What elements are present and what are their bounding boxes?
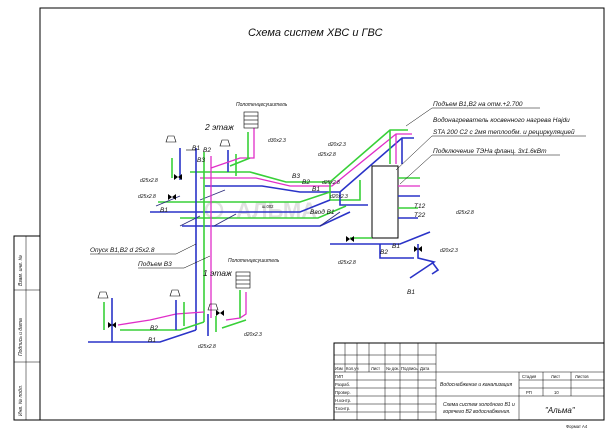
callout-heater-1: Водонагреватель косвенного нагрева Hajdu — [433, 116, 570, 124]
callout-heater-3: Подключение ТЭНа фланц. 3х1.6кВт — [433, 147, 547, 155]
stamp-company: "Альма" — [545, 406, 576, 415]
strip-vzam-inv: Взам. инв. № — [18, 254, 24, 286]
stamp-col-list: Лист — [371, 366, 380, 371]
stamp-row-tkontr: Т.контр. — [335, 406, 350, 411]
basin-icon — [97, 291, 109, 299]
dim-d30: d30х2.3 — [268, 138, 286, 144]
valve-icon — [108, 322, 116, 328]
towel-rail-icon-floor1 — [235, 271, 251, 289]
stamp-col-kol: Кол.уч — [346, 366, 359, 371]
tag-t22: Т22 — [414, 212, 426, 219]
tag-b1: В1 — [192, 145, 200, 152]
stamp-project: Водоснабжение и канализация — [440, 382, 512, 388]
stamp-col-date: Дата — [420, 366, 430, 371]
basin-icon — [169, 289, 181, 297]
callout-heater-2: STA 200 C2 с 2мя теплообм. и рециркуляци… — [433, 128, 575, 136]
callout-b3-rise: Подъем В3 — [138, 260, 172, 268]
diagram-title: Схема систем ХВС и ГВС — [248, 27, 383, 39]
hot-main-upper — [190, 129, 408, 183]
strip-sign-date: Подпись и дата — [18, 318, 24, 356]
tag-b1-heater: В1 — [392, 243, 400, 250]
valves — [108, 174, 422, 328]
labels: 2 этаж 1 этаж Полотенцесушитель Полотенц… — [90, 100, 586, 350]
stamp-col-doc: № док. — [386, 366, 399, 371]
tag-b2-main: В2 — [302, 179, 310, 186]
strip-inv-podl: Инв. № подл. — [18, 385, 24, 416]
pipes-middle — [150, 189, 351, 227]
title-block: Изм Кол.уч Лист № док. Подпись Дата ГИП … — [333, 342, 605, 429]
dim-d20-2: d20х2.3 — [330, 194, 348, 200]
dim-d25-6: d25х2.8 — [338, 260, 356, 266]
stamp-sheet-label: Лист — [551, 374, 560, 379]
stamp-col-izm: Изм — [335, 366, 343, 371]
callout-riser: Подъем В1,В2 на отм.+2.700 — [433, 100, 523, 108]
tag-b2-f1: В2 — [150, 325, 158, 332]
pipes-upper — [190, 129, 414, 206]
pipes-floor1 — [88, 290, 247, 343]
stamp-format: Формат А4 — [566, 424, 588, 429]
dim-d20-3: d20х2.3 — [440, 248, 458, 254]
dim-d25-1: d25х2.8 — [318, 152, 336, 158]
dim-d25-4: d25х2.8 — [322, 180, 340, 186]
dim-d25-3: d25х2.8 — [138, 194, 156, 200]
mark-label: ш.002 — [262, 204, 274, 209]
tag-b1-main: В1 — [312, 186, 320, 193]
dim-d20-4: d20х2.3 — [244, 332, 262, 338]
dim-d25-2: d25х2.8 — [140, 178, 158, 184]
stamp-row-nkontr: Н.контр. — [335, 398, 351, 403]
basin-icon — [165, 135, 177, 143]
tag-b1-input: В1 — [407, 289, 415, 296]
stamp-row-gip: ГИП — [335, 374, 343, 379]
dim-d25-5: d25х2.8 — [456, 210, 474, 216]
tag-b1-f1: В1 — [148, 337, 156, 344]
stamp-sheet-no: 10 — [554, 390, 559, 395]
stamp-stage: РП — [526, 390, 532, 395]
drawing-frame — [39, 7, 605, 421]
water-heater — [330, 130, 440, 279]
valve-icon — [216, 310, 224, 316]
tag-b2: В2 — [203, 147, 211, 154]
stamp-stage-label: Стадия — [522, 374, 536, 379]
tag-b3-main: В3 — [292, 173, 300, 180]
stamp-row-razrab: Разраб. — [335, 382, 350, 387]
callout-input: Ввод В1 — [310, 208, 335, 216]
valve-icon — [174, 174, 182, 180]
stamp-sheets-label: Листов — [575, 374, 589, 379]
left-strip: Инв. № подл. Подпись и дата Взам. инв. № — [13, 235, 41, 421]
valve-icon — [346, 236, 354, 242]
tag-b1-mid: В1 — [160, 207, 168, 214]
water-heater-tank — [371, 165, 399, 239]
fixtures — [97, 111, 259, 311]
tag-b3: В3 — [197, 157, 205, 164]
valve-icon — [414, 246, 422, 252]
tag-t12: Т12 — [414, 203, 426, 210]
basin-icon — [219, 139, 231, 147]
towel-rail-label-2: Полотенцесушитель — [236, 102, 288, 108]
risers-floor2 — [171, 128, 255, 330]
cold-main-upper — [205, 137, 414, 193]
floor2-label: 2 этаж — [204, 122, 235, 132]
tag-b2-heater: В2 — [380, 249, 388, 256]
dim-d25-7: d25х2.8 — [198, 344, 216, 350]
stamp-sheet-title-2: горячего В2 водоснабжения. — [443, 409, 510, 415]
stamp-col-sign: Подпись — [401, 366, 418, 371]
valve-icon — [168, 194, 176, 200]
towel-rail-icon-floor2 — [243, 111, 259, 129]
stamp-row-prover: Провер. — [335, 390, 351, 395]
dim-d20-1: d20х2.3 — [328, 142, 346, 148]
stamp-sheet-title-1: Схема систем холодного В1 и — [443, 402, 515, 408]
towel-rail-label-1: Полотенцесушитель — [228, 258, 280, 264]
callout-drop: Опуск В1,В2 d 25х2.8 — [90, 247, 155, 254]
basin-icon — [207, 303, 219, 311]
floor1-label: 1 этаж — [203, 268, 233, 278]
